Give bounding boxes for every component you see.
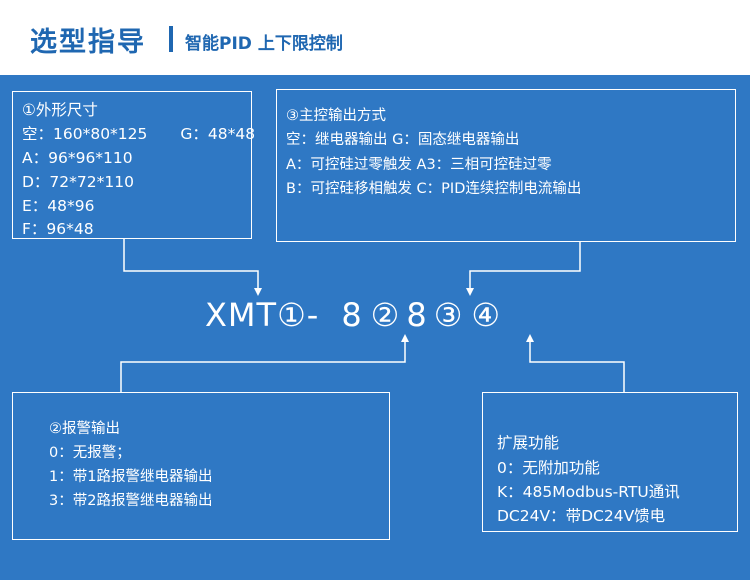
model-slot-3: ③ [433, 296, 464, 334]
arrow-control [466, 288, 474, 296]
connector-control [469, 242, 581, 288]
control-item-0: 空：继电器输出 G：固态继电器输出 [286, 132, 520, 148]
header-band: 选型指导 智能PID 上下限控制 [0, 0, 750, 75]
alarm-item-0: 0：无报警； [49, 445, 131, 461]
size-item-0: 空：160*80*125 G：48*48 [22, 122, 255, 144]
control-title: ③主控输出方式 [286, 108, 386, 124]
page-title: 选型指导 [30, 27, 146, 58]
model-digit-1: 8 [341, 296, 363, 334]
model-prefix: XMT [205, 296, 278, 334]
alarm-box: ②报警输出 0：无报警； 1：带1路报警继电器输出 3：带2路报警继电器输出 [12, 392, 390, 540]
model-slot-4: ④ [471, 296, 502, 334]
control-box: ③主控输出方式 空：继电器输出 G：固态继电器输出 A：可控硅过零触发 A3：三… [276, 89, 736, 242]
ext-item-2: DC24V：带DC24V馈电 [497, 507, 666, 525]
arrow-ext [526, 334, 534, 342]
size-item-4: F：96*48 [22, 220, 94, 238]
size-item-0b: G：48*48 [180, 125, 256, 143]
model-slot-2: ② [370, 296, 401, 334]
ext-item-1: K：485Modbus-RTU通讯 [497, 483, 680, 501]
arrow-alarm [401, 334, 409, 342]
connector-ext [529, 340, 625, 392]
ext-title: 扩展功能 [497, 434, 560, 452]
connector-size [123, 238, 259, 288]
ext-item-0: 0：无附加功能 [497, 459, 600, 477]
model-digit-2: 8 [406, 296, 428, 334]
model-dash: - [306, 296, 320, 334]
size-item-3: E：48*96 [22, 197, 95, 215]
control-item-2: B：可控硅移相触发 C：PID连续控制电流输出 [286, 181, 582, 197]
ext-box: 扩展功能 0：无附加功能 K：485Modbus-RTU通讯 DC24V：带DC… [482, 392, 738, 532]
size-title: ①外形尺寸 [22, 101, 98, 119]
size-item-0a: 空：160*80*125 [22, 125, 148, 143]
page-subtitle: 智能PID 上下限控制 [185, 34, 343, 54]
connector-alarm [120, 340, 406, 392]
alarm-item-1: 1：带1路报警继电器输出 [49, 469, 213, 485]
arrow-size [254, 288, 262, 296]
model-slot-1: ① [277, 296, 307, 334]
title-divider [169, 26, 173, 52]
alarm-title: ②报警输出 [49, 421, 120, 437]
size-item-1: A：96*96*110 [22, 149, 133, 167]
control-item-1: A：可控硅过零触发 A3：三相可控硅过零 [286, 157, 552, 173]
alarm-item-2: 3：带2路报警继电器输出 [49, 493, 213, 509]
size-item-2: D：72*72*110 [22, 173, 134, 191]
size-box: ①外形尺寸 空：160*80*125 G：48*48 A：96*96*110 D：… [12, 91, 255, 239]
